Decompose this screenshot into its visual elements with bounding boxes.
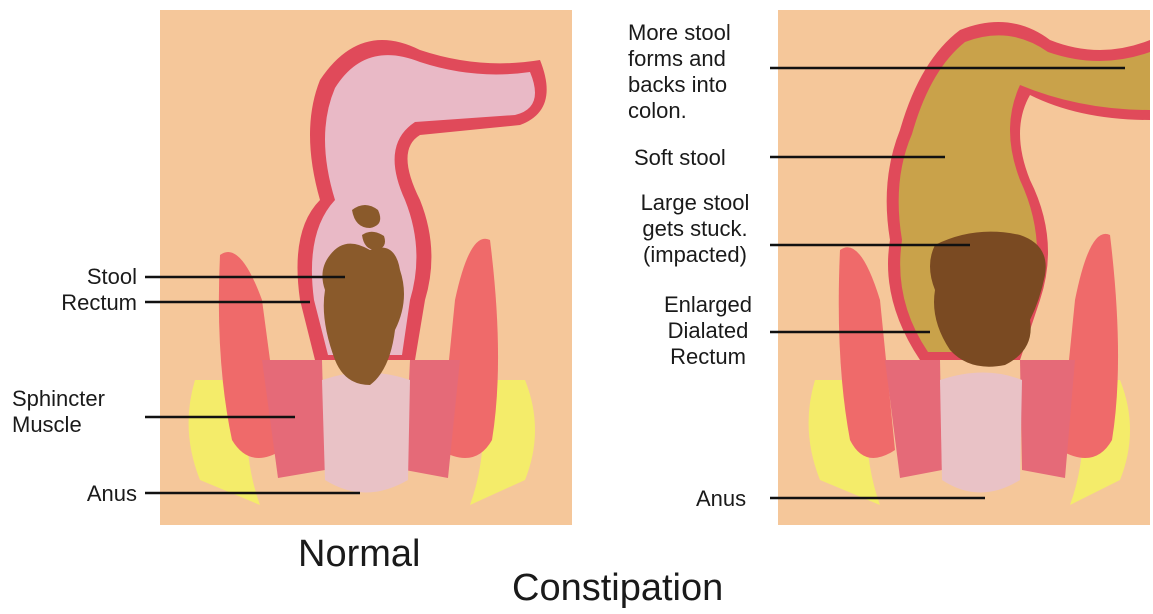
normal-panel [160,10,572,525]
label-soft-stool: Soft stool [634,145,726,171]
constipation-panel [778,10,1150,525]
label-more-stool-line1: More stool [628,20,731,46]
label-sphincter-line2: Muscle [12,412,105,438]
caption-normal: Normal [298,532,420,576]
label-sphincter-line1: Sphincter [12,386,105,412]
label-large-stool: Large stool gets stuck. (impacted) [622,190,768,268]
label-enlarged-dialated-rectum: Enlarged Dialated Rectum [648,292,768,370]
label-more-stool-line4: colon. [628,98,731,124]
label-large-stool-line2: gets stuck. [622,216,768,242]
label-rectum: Rectum [61,290,137,316]
label-anus-left: Anus [87,481,137,507]
label-enlarged-line3: Rectum [648,344,768,370]
caption-constipation: Constipation [512,566,723,610]
label-sphincter-muscle: Sphincter Muscle [12,386,105,438]
label-large-stool-line3: (impacted) [622,242,768,268]
label-large-stool-line1: Large stool [622,190,768,216]
normal-anal-canal [322,373,410,493]
label-enlarged-line2: Dialated [648,318,768,344]
label-more-stool-line2: forms and [628,46,731,72]
label-enlarged-line1: Enlarged [648,292,768,318]
constipation-anal-canal [940,373,1022,493]
label-more-stool: More stool forms and backs into colon. [628,20,731,124]
label-stool: Stool [87,264,137,290]
label-anus-right: Anus [696,486,746,512]
label-more-stool-line3: backs into [628,72,731,98]
